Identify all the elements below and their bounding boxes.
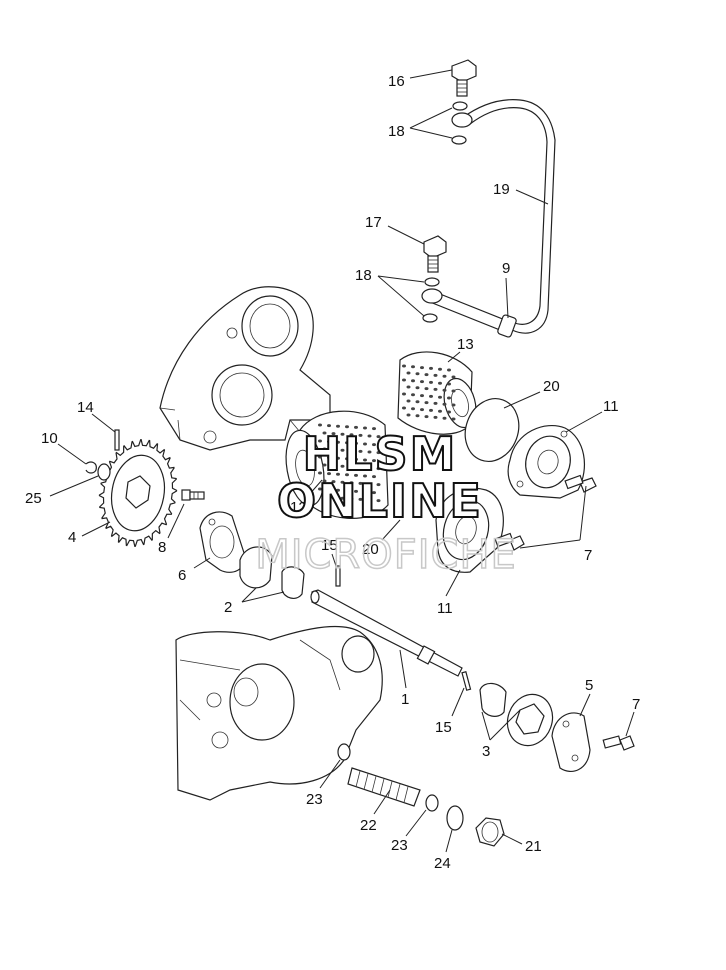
o-ring-24 [446, 805, 464, 831]
pump-plate-6 [199, 511, 246, 573]
washer-18c [424, 277, 440, 287]
bolt-7c [602, 735, 635, 751]
callout-15: 15 [435, 719, 452, 736]
callout-12: 12 [290, 499, 307, 516]
watermark-line1: HLSM [303, 427, 458, 481]
oil-pump-gear-4 [98, 439, 178, 547]
callout-17: 17 [365, 214, 382, 231]
callout-3: 3 [482, 743, 490, 760]
callout-24: 24 [434, 855, 451, 872]
o-ring-20a [464, 398, 520, 462]
callout-23: 23 [391, 837, 408, 854]
callout-labels: 16 18 19 17 18 9 13 20 11 14 10 25 4 8 1… [25, 73, 640, 872]
callout-20: 20 [543, 378, 560, 395]
watermark-line2: ONLINE [277, 474, 483, 528]
oil-filter-element-13 [397, 351, 477, 435]
callout-19: 19 [493, 181, 510, 198]
callout-7: 7 [584, 547, 592, 564]
callout-25: 25 [25, 490, 42, 507]
watermark: HLSM ONLINE MICROFICHE [254, 426, 517, 579]
callout-4: 4 [68, 529, 76, 546]
callout-22: 22 [360, 817, 377, 834]
callout-9: 9 [502, 260, 510, 277]
banjo-bolt-17 [423, 235, 447, 273]
pump-rotor-3 [479, 682, 554, 747]
callout-18: 18 [355, 267, 372, 284]
callout-11: 11 [603, 398, 619, 415]
washer-25 [97, 463, 111, 481]
bolt-7b [494, 532, 525, 551]
watermark-line3: MICROFICHE [255, 532, 517, 578]
callout-2: 2 [224, 599, 232, 616]
circlip-10 [85, 461, 97, 474]
callout-11: 11 [437, 600, 453, 617]
callout-7: 7 [632, 696, 640, 713]
callout-20: 20 [362, 541, 379, 558]
pin-14 [114, 429, 120, 451]
callout-13: 13 [457, 336, 474, 353]
callout-14: 14 [77, 399, 94, 416]
oil-strainer-22 [347, 767, 421, 807]
drain-plug-21 [475, 817, 505, 847]
engine-case-lower [175, 625, 383, 801]
pump-rotors-2 [239, 546, 305, 599]
callout-21: 21 [525, 838, 542, 855]
bolt-8 [181, 489, 205, 501]
oil-filter-12 [285, 410, 389, 519]
pin-15a [335, 565, 341, 587]
pump-cover-5 [551, 712, 591, 772]
oil-pipe-assembly [421, 59, 556, 338]
callout-8: 8 [158, 539, 166, 556]
pin-15b [461, 671, 472, 691]
o-ring-23b [425, 794, 439, 812]
filter-cover-11a [507, 424, 586, 499]
callout-18: 18 [388, 123, 405, 140]
banjo-bolt-16 [451, 59, 477, 97]
o-ring-23a [337, 743, 351, 761]
callout-6: 6 [178, 567, 186, 584]
callout-10: 10 [41, 430, 58, 447]
pump-shaft-1 [310, 589, 463, 677]
filter-cover-11b [435, 487, 504, 573]
bolt-7a [564, 474, 597, 493]
callout-23: 23 [306, 791, 323, 808]
callout-5: 5 [585, 677, 593, 694]
leader-lines [49, 69, 635, 853]
callout-16: 16 [388, 73, 405, 90]
callout-15: 15 [321, 537, 338, 554]
washer-18a [452, 101, 468, 111]
engine-case-upper [159, 286, 331, 451]
callout-1: 1 [401, 691, 409, 708]
washer-18d [422, 313, 438, 323]
washer-18b [451, 135, 467, 145]
